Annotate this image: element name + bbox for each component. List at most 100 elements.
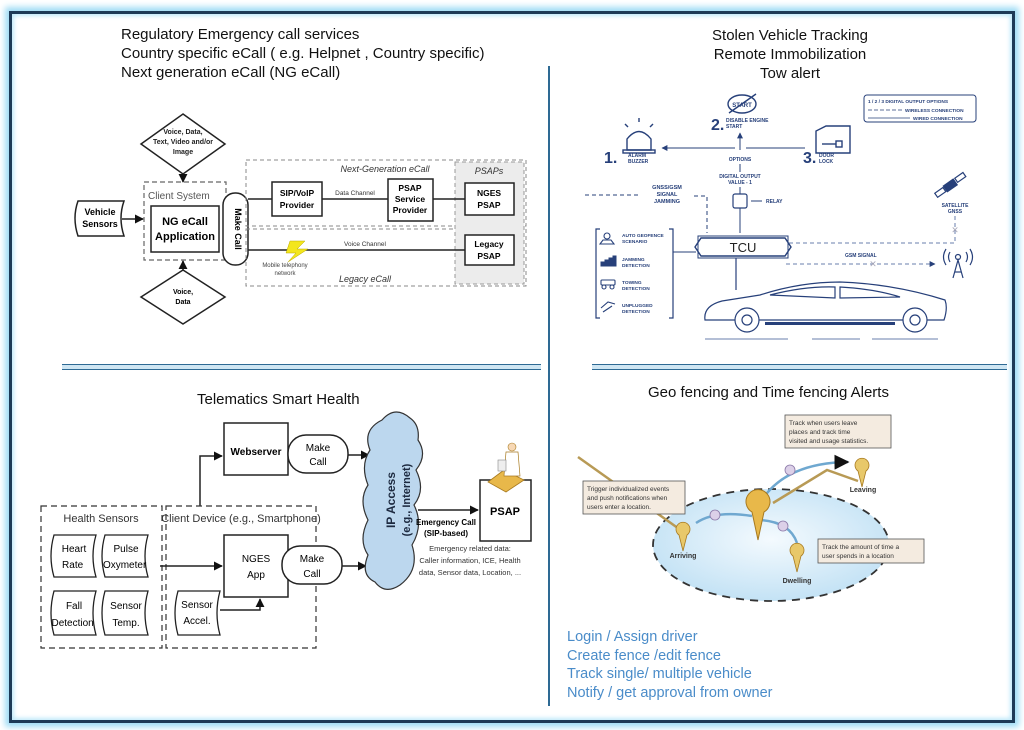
towing-detection-icon <box>600 279 616 290</box>
operator-icon <box>487 442 525 493</box>
jamming-detection-icon <box>600 255 617 267</box>
stolen-title-line: Tow alert <box>759 65 821 82</box>
ecall-title-line: Country specific eCall ( e.g. Helpnet , … <box>121 45 485 62</box>
geofence-scenario-icon <box>598 232 616 245</box>
callout-text: Track the amount of time a <box>822 544 899 551</box>
geofence-diagram: Arriving Leaving Dwelling Trigger indivi… <box>577 414 925 602</box>
vehicle-sensors-text: Vehicle <box>84 207 115 217</box>
jamming-text: JAMMING <box>654 199 680 205</box>
input-diamond-bottom <box>139 269 227 325</box>
horizontal-divider-left <box>62 364 541 370</box>
ip-access-text: (e.g., Internet) <box>401 463 413 536</box>
make-call-pill-bottom <box>281 545 343 585</box>
opt1-text: ALARM <box>628 153 646 159</box>
psap-sp-text: Service <box>395 194 426 204</box>
options-label: OPTIONS <box>729 157 752 163</box>
diamond-bottom-text: Data <box>175 299 190 306</box>
legacy-psap-text: PSAP <box>477 251 500 261</box>
mobile-network-text: network <box>274 271 296 277</box>
sensor-text: Sensor <box>110 601 142 612</box>
sensor-text: Oxymeter <box>103 560 147 571</box>
data-channel-label: Data Channel <box>335 190 375 197</box>
arriving-label: Arriving <box>670 553 697 560</box>
psaps-label: PSAPs <box>475 166 504 176</box>
opt3-number: 3. <box>803 150 816 167</box>
diamond-bottom-text: Voice, <box>173 289 193 296</box>
relay-label: RELAY <box>766 199 783 205</box>
alarm-buzzer-icon <box>622 118 656 154</box>
make-call-text: Call <box>303 569 320 580</box>
svg-text:Emergency Call(SIP-based): Emergency Call (SIP-based) <box>416 518 476 538</box>
opt1-number: 1. <box>604 150 617 167</box>
jamming-text: SIGNAL <box>657 192 678 198</box>
callout-text: places and track time <box>789 429 851 436</box>
legacy-ecall-label: Legacy eCall <box>339 274 392 284</box>
geofence-title: Geo fencing and Time fencing Alerts <box>648 384 889 401</box>
callout-text: visited and usage statistics. <box>789 438 868 445</box>
sensor-accel <box>174 590 221 636</box>
sensor-text: Fall <box>66 601 82 612</box>
emergency-call-text: Emergency Call <box>416 518 476 527</box>
ng-ecall-application <box>150 205 220 253</box>
health-sensors-label: Health Sensors <box>63 513 139 525</box>
callout-text: Track when users leave <box>789 420 858 427</box>
sensor-text: Detection <box>51 618 93 629</box>
psap-text: PSAP <box>490 506 520 518</box>
start-label: START <box>732 103 752 109</box>
callout-text: user spends in a location <box>822 553 894 560</box>
satellite-text: SATELLITE <box>942 203 970 209</box>
legacy-ecall-group <box>245 228 527 287</box>
emergency-data-text: Caller information, ICE, Health <box>419 556 520 565</box>
ecall-title-line: Regulatory Emergency call services <box>121 26 360 43</box>
sensor-text: Temp. <box>112 618 139 629</box>
unplugged-detection-icon <box>600 301 616 313</box>
make-call-pill-top <box>287 434 349 474</box>
leaving-pin-icon <box>854 457 870 488</box>
health-sensors-group <box>40 505 163 649</box>
make-call-text: Make <box>300 554 325 565</box>
feature-item: Track single/ multiple vehicle <box>567 666 752 682</box>
ng-ecall-group <box>245 159 527 227</box>
client-system-label: Client System <box>148 191 210 202</box>
nges-app-box <box>223 534 289 598</box>
legend-wired: WIRED CONNECTION <box>913 116 963 122</box>
gsm-signal-label: GSM SIGNAL <box>845 253 877 259</box>
leaving-label: Leaving <box>850 487 876 494</box>
svg-text:Voice,Data: Voice, Data <box>173 289 193 306</box>
detection-text: JAMMING <box>622 257 645 263</box>
ip-access-cloud <box>362 411 424 590</box>
emergency-call-text: (SIP-based) <box>424 529 468 538</box>
callout-dwelling <box>817 538 925 564</box>
sensor-accel-text: Sensor <box>181 600 213 611</box>
tcu-box <box>694 237 792 257</box>
opt2-text: DISABLE ENGINE <box>726 118 769 124</box>
dwelling-label: Dwelling <box>783 578 812 585</box>
callout-leaving <box>784 414 892 449</box>
diamond-top-text: Image <box>173 149 193 156</box>
legend-box <box>863 94 977 123</box>
jamming-text: GNSS/GSM <box>652 185 682 191</box>
sensor-accel-text: Accel. <box>183 616 210 627</box>
make-call-text: Make Call <box>233 208 243 250</box>
opt2-text: START <box>726 124 742 130</box>
legacy-psap <box>464 234 515 266</box>
emergency-data-text: Emergency related data: <box>429 544 511 553</box>
nges-app-text: App <box>247 570 265 581</box>
